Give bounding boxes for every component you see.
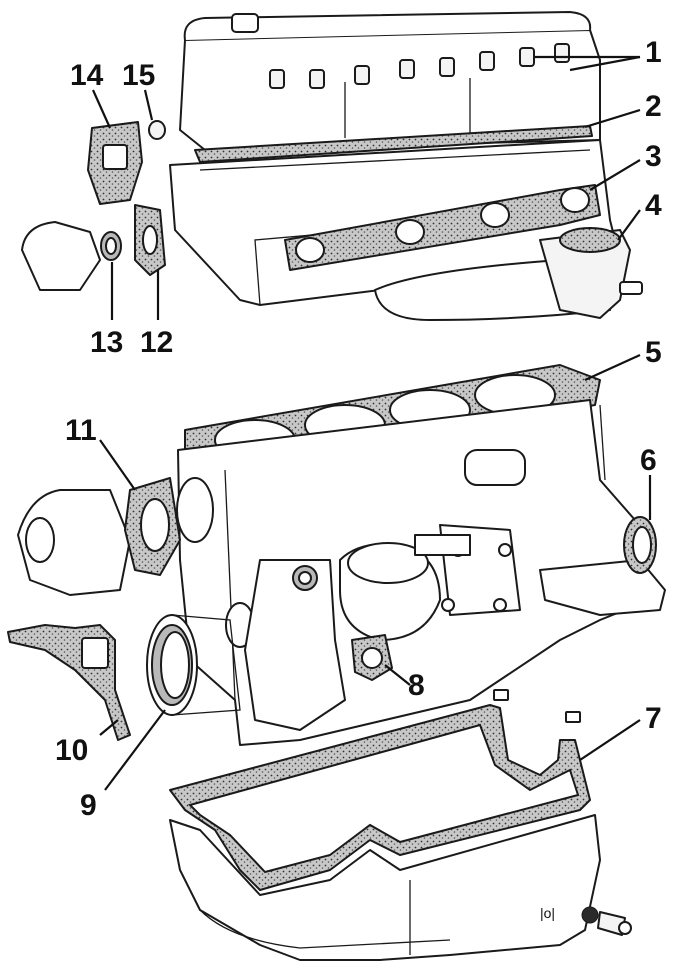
cylinder-block [176,364,666,746]
thermostat-housing [21,221,101,291]
valve-cover-gasket [194,125,593,163]
drain-plug [581,906,632,936]
callout-6: 6 [640,444,657,477]
water-pump [17,489,131,596]
callout-7: 7 [645,702,662,735]
front-crankshaft-seal [146,614,241,716]
cylinder-head [169,11,643,321]
callout-5: 5 [645,336,662,369]
exhaust-flange [539,229,631,319]
oil-pan-group: |o| [169,689,632,961]
thermostat-housing-parts [21,120,166,291]
callout-4: 4 [645,189,662,222]
callout-8: 8 [408,669,425,702]
callout-1: 1 [645,36,662,69]
water-pump-group [17,477,181,596]
callout-3: 3 [645,140,662,173]
callout-12: 12 [140,326,173,359]
leader-lines [91,55,652,791]
callout-15: 15 [122,59,155,92]
manifold-gasket [284,184,601,271]
callout-13: 13 [90,326,123,359]
callout-11: 11 [65,414,97,447]
timing-cover-gasket [7,624,131,741]
callout-labels: 1 2 3 4 5 6 7 8 9 10 11 12 13 14 15 [55,36,662,822]
drain-mark-glyph: |o| [540,905,555,921]
callout-10: 10 [55,734,88,767]
callout-14: 14 [70,59,104,92]
sealing-washer [148,120,166,140]
callout-2: 2 [645,90,662,123]
callout-9: 9 [80,789,97,822]
